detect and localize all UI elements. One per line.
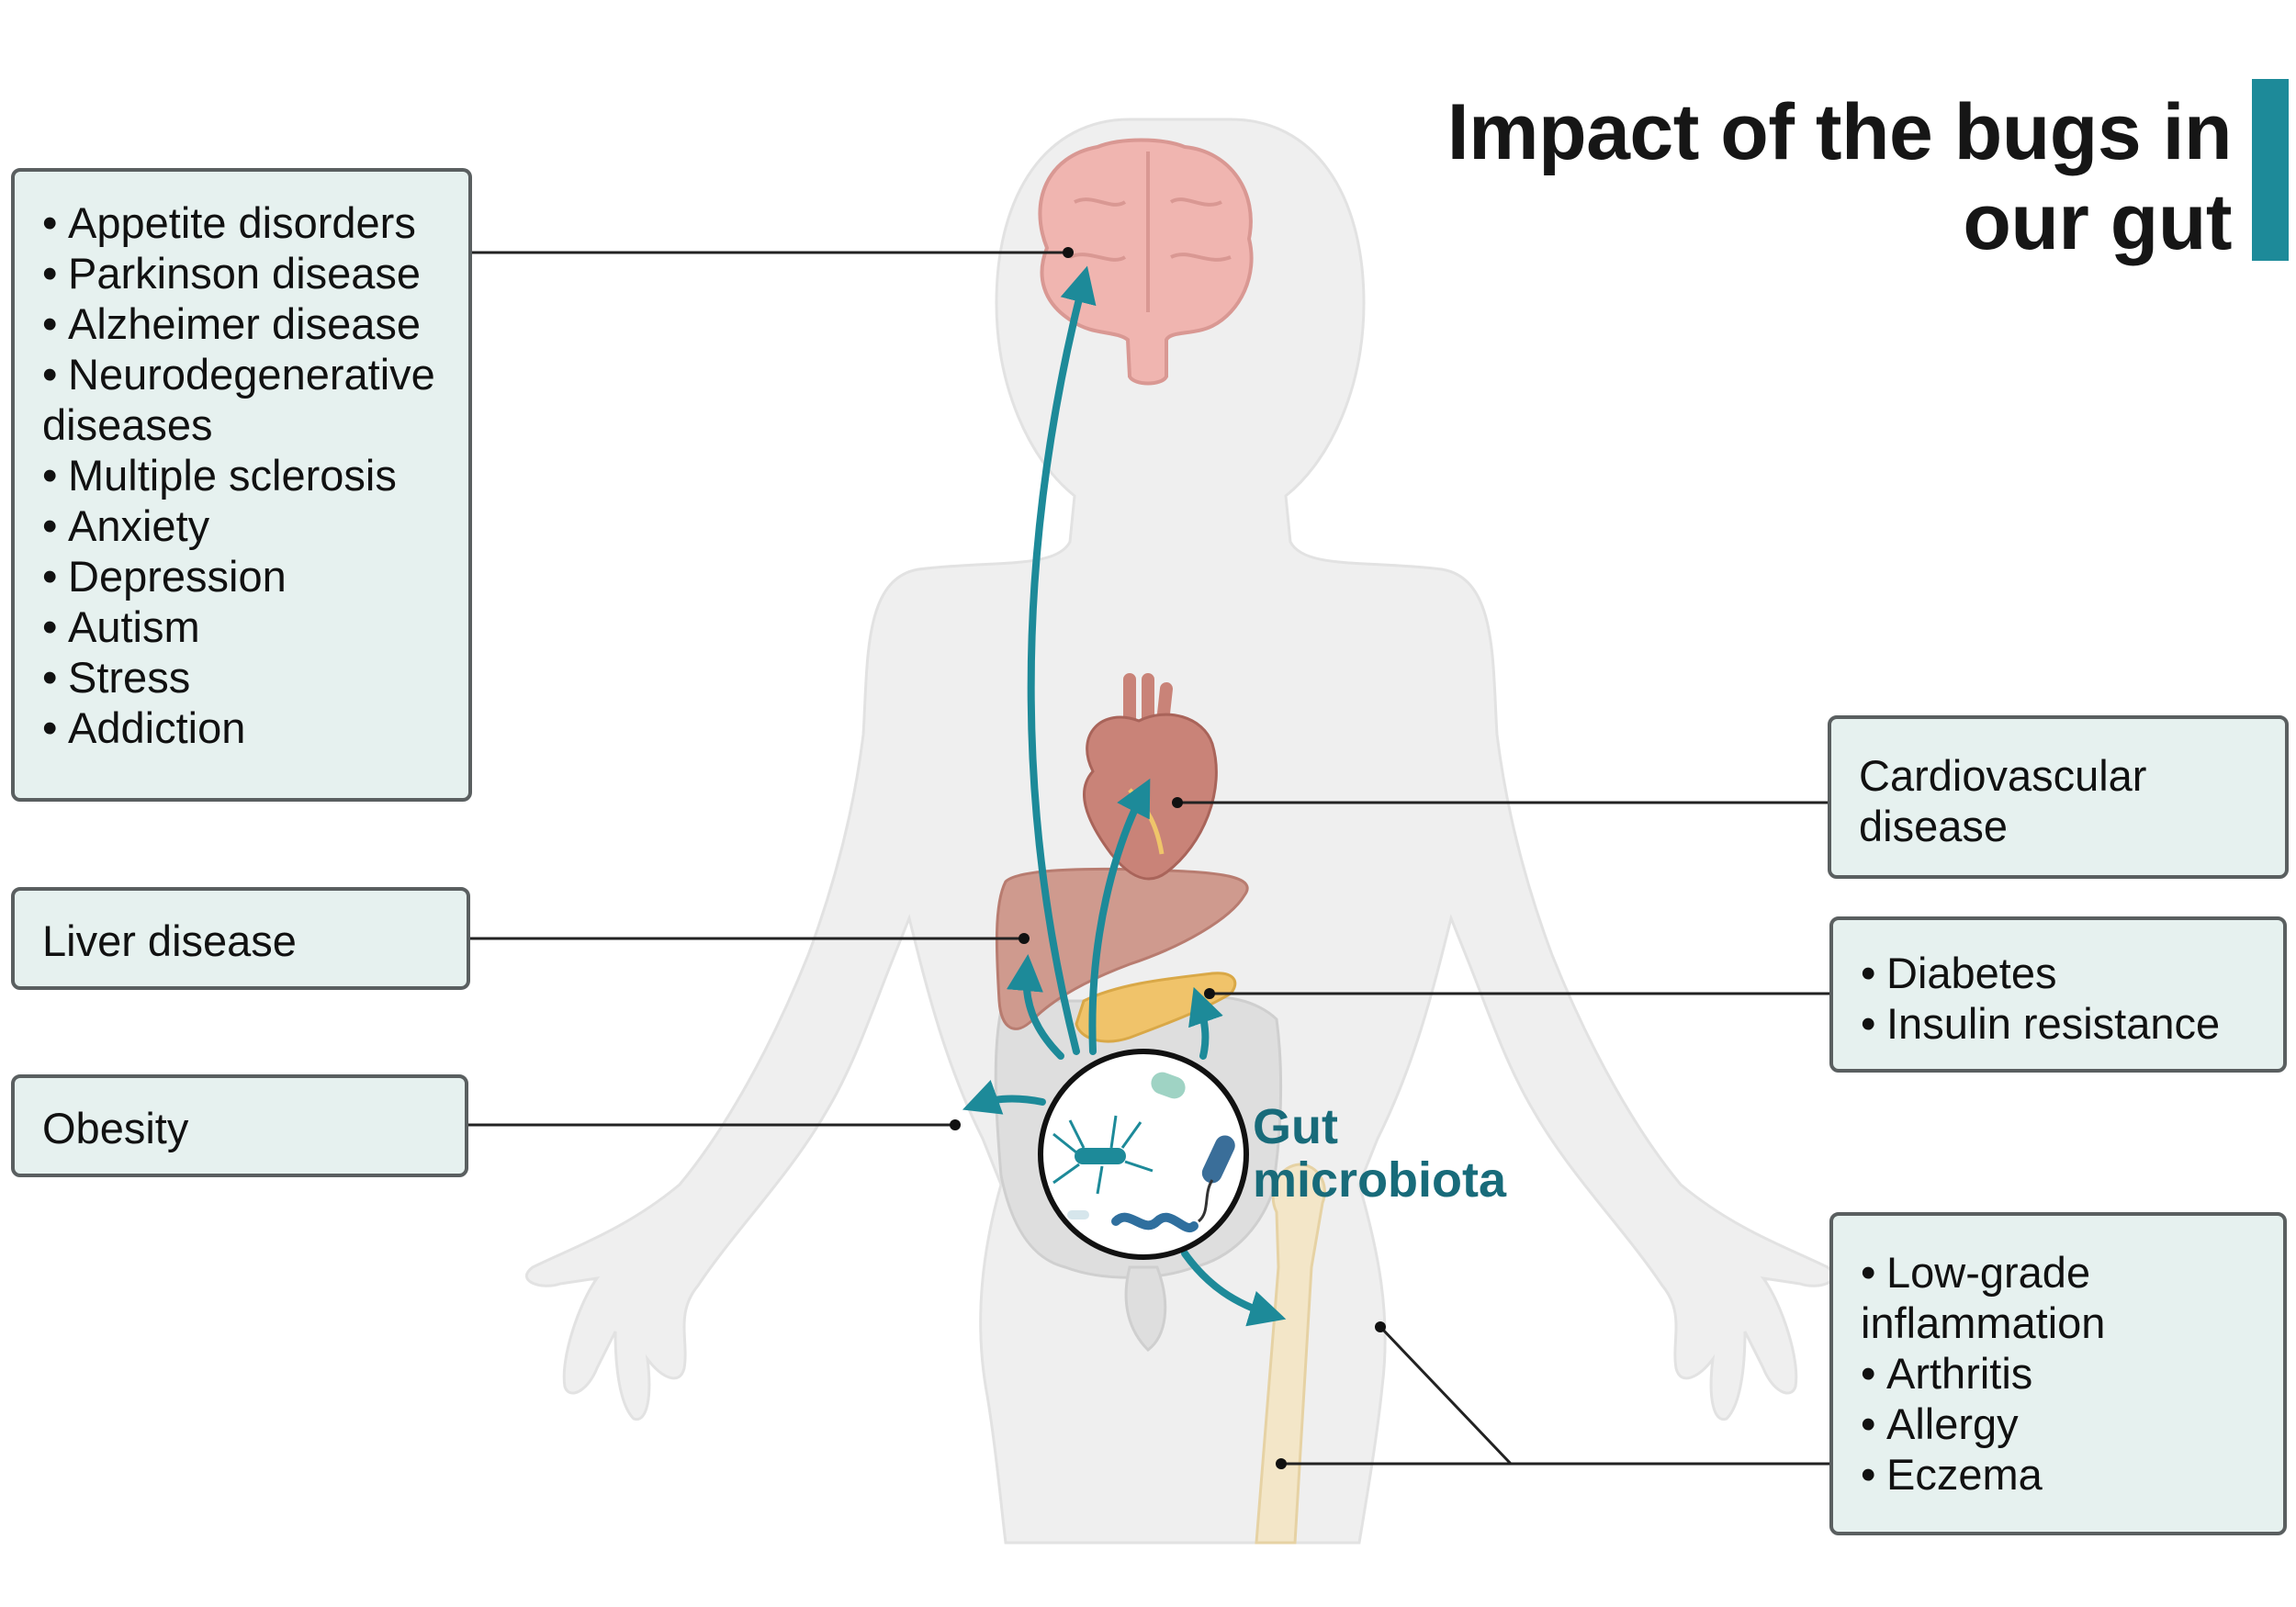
list-item: •Addiction <box>42 703 246 752</box>
liver-disease-box: Liver disease <box>11 887 470 990</box>
list-item: •Depression <box>42 552 287 601</box>
list-item: •Eczema <box>1861 1450 2043 1499</box>
arrow-to-bone <box>1181 1250 1287 1327</box>
obesity-label: Obesity <box>42 1104 189 1152</box>
list-item: •Anxiety <box>42 501 210 550</box>
diabetes-box: •Diabetes •Insulin resistance <box>1829 916 2287 1073</box>
cardiovascular-box: Cardiovascular disease <box>1828 715 2289 879</box>
gut-microbiota-label: Gut microbiota <box>1253 1100 1528 1207</box>
arrow-to-liver <box>1007 954 1064 1060</box>
brain-icon <box>1038 138 1254 386</box>
list-item: •Parkinson disease <box>42 249 422 298</box>
list-item: •Insulin resistance <box>1861 999 2221 1048</box>
gut-microbiota-text: Gut microbiota <box>1253 1099 1507 1208</box>
brain-conditions-list: •Appetite disorders •Parkinson disease •… <box>42 197 443 753</box>
connector-lines <box>468 251 1831 1466</box>
list-item: •Autism <box>42 602 200 651</box>
bacteria-icon <box>1038 1049 1249 1260</box>
arrow-to-brain <box>1027 265 1097 1055</box>
list-item: •Low-grade inflammation <box>1861 1248 2106 1347</box>
list-item: •Arthritis <box>1861 1349 2033 1398</box>
list-item: •Appetite disorders <box>42 198 416 247</box>
arrow-to-fat <box>962 1080 1046 1115</box>
diabetes-list: •Diabetes •Insulin resistance <box>1861 948 2257 1049</box>
liver-disease-label: Liver disease <box>42 916 297 965</box>
list-item: •Neurodegenerative diseases <box>42 350 435 449</box>
list-item: •Diabetes <box>1861 949 2057 997</box>
list-item: •Allergy <box>1861 1399 2019 1448</box>
title-accent-bar <box>2252 79 2289 261</box>
inflammation-list: •Low-grade inflammation •Arthritis •Alle… <box>1861 1247 2257 1500</box>
effect-arrows <box>962 265 1287 1327</box>
diagram-title: Impact of the bugs in our gut <box>1446 88 2233 266</box>
list-item: •Stress <box>42 653 191 702</box>
inflammation-box: •Low-grade inflammation •Arthritis •Alle… <box>1829 1212 2287 1535</box>
arrow-to-heart <box>1088 778 1151 1055</box>
heart-icon <box>1082 673 1218 881</box>
brain-conditions-box: •Appetite disorders •Parkinson disease •… <box>11 168 472 802</box>
list-item: •Alzheimer disease <box>42 299 422 348</box>
arrow-to-pancreas <box>1188 986 1223 1060</box>
obesity-box: Obesity <box>11 1074 468 1177</box>
list-item: •Multiple sclerosis <box>42 451 397 500</box>
cardiovascular-label: Cardiovascular disease <box>1859 751 2147 850</box>
